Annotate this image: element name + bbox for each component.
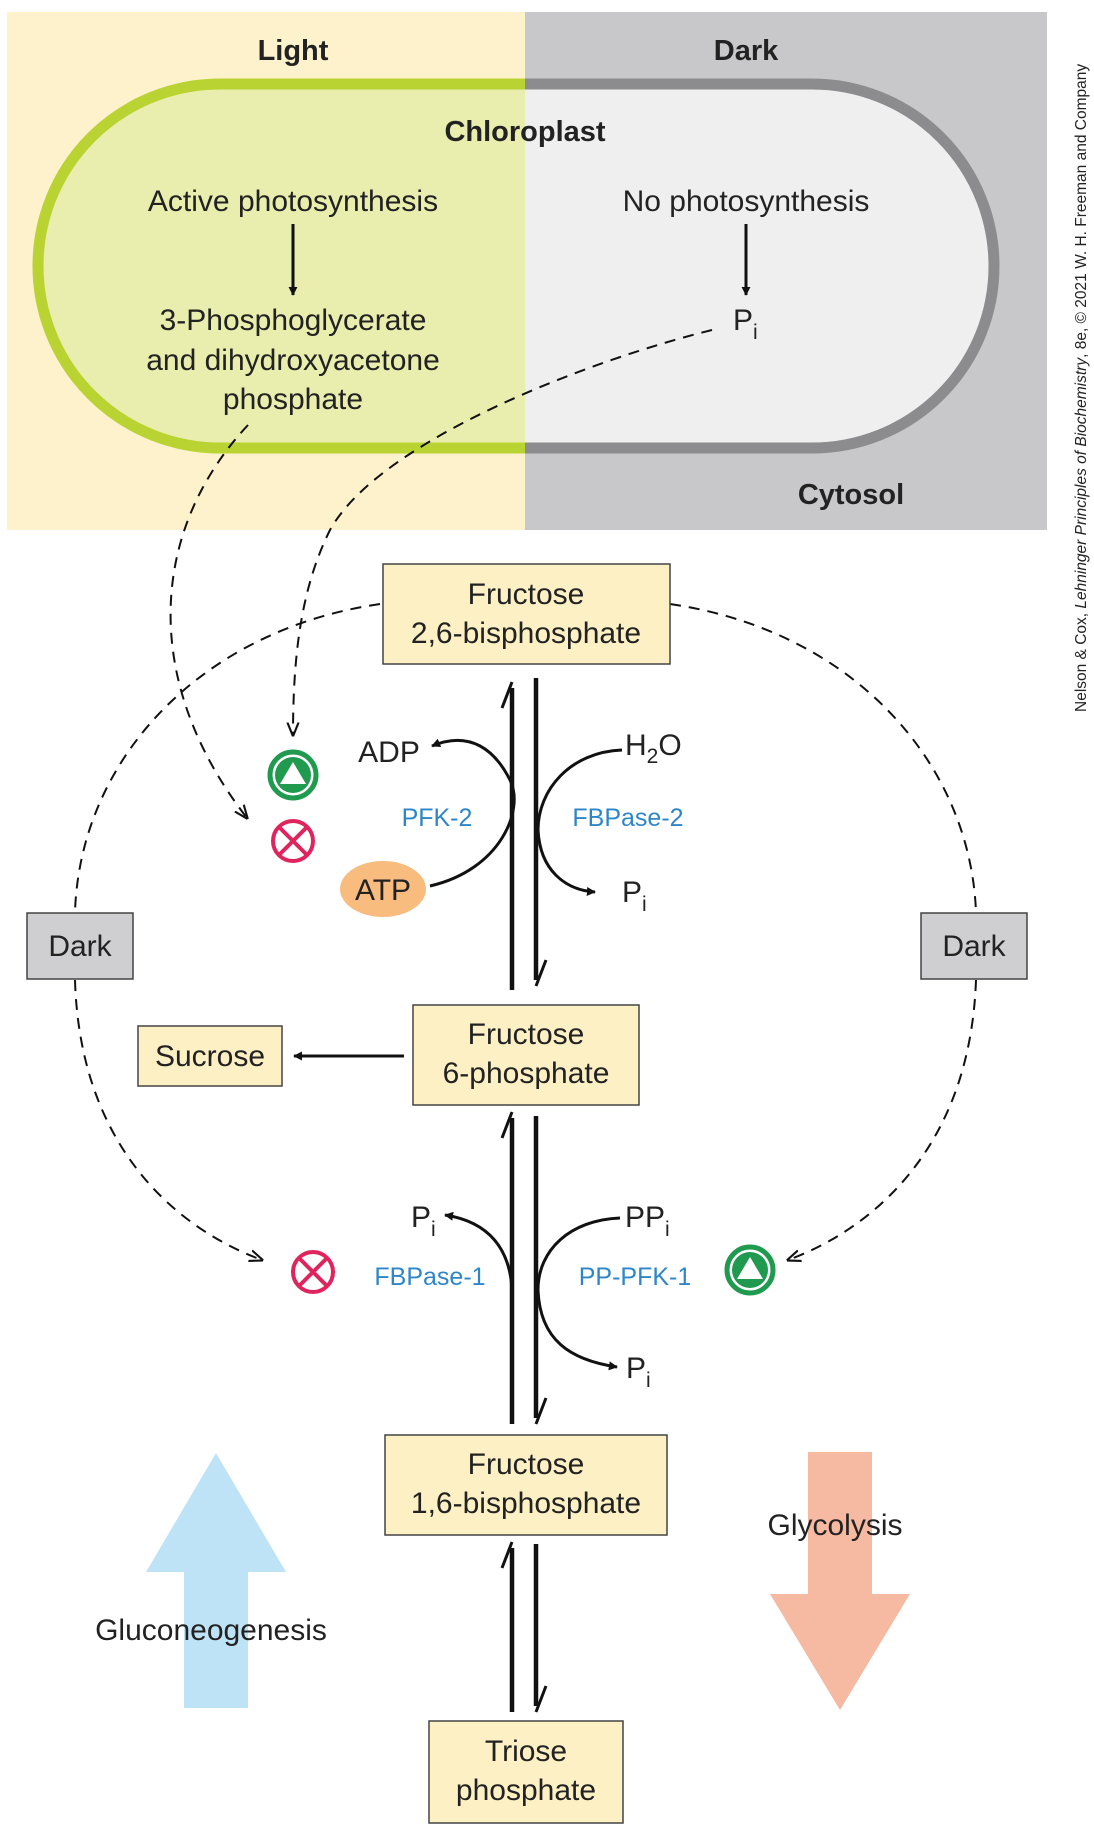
dark-left-path-bottom xyxy=(74,979,262,1260)
fructose-2-6-bisphosphate-box: Fructose 2,6-bisphosphate xyxy=(382,563,671,665)
svg-text:Dark: Dark xyxy=(48,930,112,963)
svg-text:Triose: Triose xyxy=(485,1735,567,1768)
light-header: Light xyxy=(258,35,329,67)
ppfk1-label: PP-PFK-1 xyxy=(579,1263,692,1291)
inhibitor-x-icon xyxy=(271,819,315,863)
triose-phosphate-box: Triose phosphate xyxy=(428,1720,624,1824)
svg-text:Fructose: Fructose xyxy=(468,1018,585,1051)
fbpase2-label: FBPase-2 xyxy=(572,804,683,832)
gluconeogenesis-label: Gluconeogenesis xyxy=(95,1614,327,1647)
chloroplast xyxy=(32,78,1000,454)
dark-box-left: Dark xyxy=(26,912,134,980)
activator-plus-icon xyxy=(724,1244,776,1296)
reaction-arrows xyxy=(500,678,548,1713)
credit-line: Nelson & Cox, Lehninger Principles of Bi… xyxy=(1073,64,1090,712)
sucrose-box: Sucrose xyxy=(137,1025,283,1087)
glycolysis-arrow xyxy=(770,1452,910,1710)
active-photosynthesis-label: Active photosynthesis xyxy=(148,185,438,218)
pi-upper-label: Pi xyxy=(622,876,647,916)
svg-text:Fructose: Fructose xyxy=(468,1448,585,1481)
pi-lower-right-label: Pi xyxy=(626,1352,651,1392)
cytosol-label: Cytosol xyxy=(798,479,904,511)
dark-right-path-bottom xyxy=(788,979,977,1260)
chloroplast-title: Chloroplast xyxy=(444,116,605,148)
fructose-6-phosphate-box: Fructose 6-phosphate xyxy=(412,1004,640,1106)
product-line-2: and dihydroxyacetone xyxy=(146,344,440,377)
svg-text:6-phosphate: 6-phosphate xyxy=(443,1057,610,1090)
ppi-label: PPi xyxy=(625,1201,670,1241)
atp-ellipse xyxy=(340,861,426,917)
gluconeogenesis-arrow xyxy=(146,1453,286,1708)
dark-header: Dark xyxy=(714,35,779,67)
dark-left-path-top xyxy=(74,603,381,913)
dark-box-right: Dark xyxy=(920,912,1028,980)
inhibitor-x-icon xyxy=(291,1250,335,1294)
atp-label: ATP xyxy=(355,874,411,907)
h2o-label: H2O xyxy=(625,729,682,768)
fructose-1-6-bisphosphate-box: Fructose 1,6-bisphosphate xyxy=(384,1434,668,1536)
svg-text:1,6-bisphosphate: 1,6-bisphosphate xyxy=(411,1487,641,1520)
svg-text:Dark: Dark xyxy=(942,930,1006,963)
pi-regulation-path xyxy=(293,329,713,735)
svg-text:phosphate: phosphate xyxy=(456,1774,596,1807)
dark-right-path-top xyxy=(669,603,977,913)
product-line-3: phosphate xyxy=(223,383,363,416)
pfk2-label: PFK-2 xyxy=(402,804,473,832)
fbpase1-label: FBPase-1 xyxy=(374,1263,485,1291)
triose-regulation-path xyxy=(169,424,248,818)
activator-plus-icon xyxy=(267,749,319,801)
svg-text:Fructose: Fructose xyxy=(468,578,585,611)
product-line-1: 3-Phosphoglycerate xyxy=(160,304,427,337)
adp-label: ADP xyxy=(358,736,420,769)
pi-chloroplast: Pi xyxy=(733,304,758,344)
glycolysis-label: Glycolysis xyxy=(767,1509,902,1542)
no-photosynthesis-label: No photosynthesis xyxy=(623,185,870,218)
svg-text:2,6-bisphosphate: 2,6-bisphosphate xyxy=(411,617,641,650)
pi-lower-left-label: Pi xyxy=(411,1201,436,1241)
svg-text:Sucrose: Sucrose xyxy=(155,1040,265,1073)
